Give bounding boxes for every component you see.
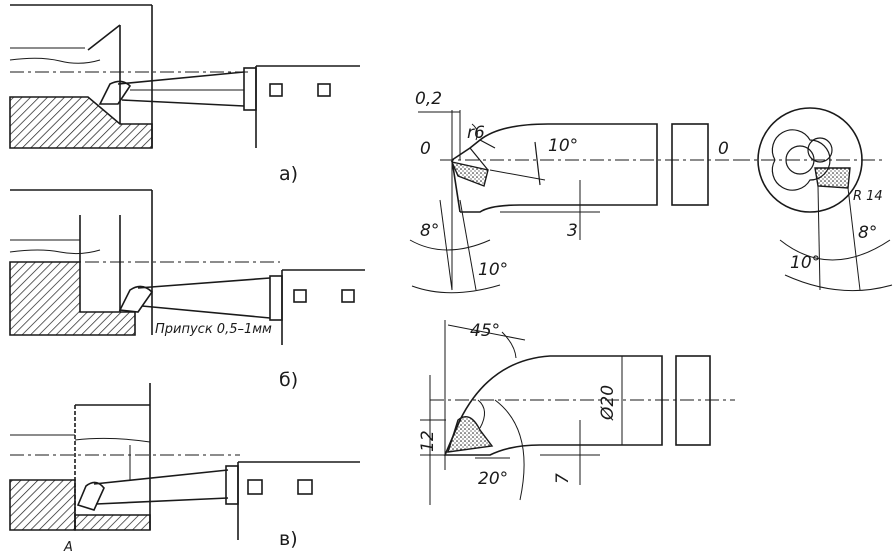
section-mark-a: А [63, 540, 73, 553]
figure-a-label: а) [279, 163, 298, 185]
tool1-side-view [409, 110, 745, 294]
figure-b [9, 189, 365, 345]
figure-b-label: б) [279, 369, 298, 391]
dim-r14: R 14 [853, 189, 883, 204]
dim-12: 12 [418, 430, 438, 452]
figure-v-label: в) [279, 528, 298, 550]
dim-20: 20° [478, 469, 508, 489]
dim-45: 45° [470, 321, 500, 341]
dim-10-top: 10° [548, 136, 578, 156]
allowance-note: Припуск 0,5–1мм [155, 322, 272, 337]
dim-3: 3 [567, 221, 578, 241]
tool1-end-view [736, 107, 893, 292]
dim-10-right: 10° [790, 253, 820, 273]
dim-r6: r6 [467, 123, 485, 143]
tool2-side-view [420, 320, 735, 505]
dim-8-right: 8° [858, 223, 877, 243]
dim-0-right: 0 [718, 139, 729, 159]
dim-0-2: 0,2 [415, 89, 442, 109]
dim-8-left: 8° [420, 221, 439, 241]
dim-10-bottom: 10° [478, 260, 508, 280]
dim-d20: Ø20 [598, 385, 618, 421]
dim-7: 7 [553, 473, 573, 484]
dim-0-left: 0 [420, 139, 431, 159]
figure-v [9, 383, 360, 540]
figure-a [9, 4, 360, 149]
